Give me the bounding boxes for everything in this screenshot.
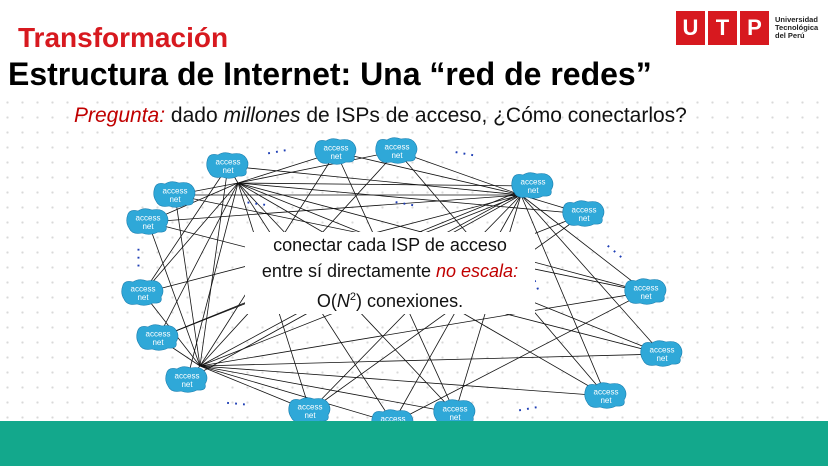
connection-line: [199, 365, 394, 424]
svg-text:access: access: [131, 285, 156, 294]
connection-line: [392, 291, 647, 424]
question-emphasis: millones: [223, 104, 301, 127]
svg-text:access: access: [521, 178, 546, 187]
connection-line: [199, 165, 229, 367]
svg-text:access: access: [136, 214, 161, 223]
connection-line: [142, 182, 239, 294]
svg-text:net: net: [330, 152, 342, 161]
connection-line: [396, 150, 522, 196]
footer-bar: [0, 421, 828, 466]
connection-line: [199, 365, 456, 414]
svg-text:net: net: [304, 411, 316, 420]
svg-text:access: access: [385, 143, 410, 152]
question-label: Pregunta:: [74, 104, 166, 127]
logo-text: Universidad Tecnológica del Perú: [775, 15, 819, 40]
connection-line: [520, 194, 663, 355]
logo-letter-t: T: [708, 11, 737, 45]
svg-text:access: access: [572, 206, 597, 215]
no-escala-text: no escala:: [436, 261, 519, 281]
svg-text:net: net: [152, 338, 164, 347]
svg-text:net: net: [600, 396, 612, 405]
ellipsis-dots: · · ·: [602, 239, 627, 263]
ellipsis-dots: · · ·: [266, 142, 289, 160]
connection-line: [199, 365, 607, 397]
svg-text:access: access: [298, 403, 323, 412]
connection-line: [142, 165, 229, 294]
svg-text:access: access: [650, 346, 675, 355]
svg-text:net: net: [578, 214, 590, 223]
center-statement: conectar cada ISP de acceso entre sí dir…: [245, 232, 535, 314]
ellipsis-dots: · · ·: [131, 248, 146, 268]
svg-text:net: net: [640, 292, 652, 301]
logo-letter-u: U: [676, 11, 705, 45]
connection-line: [147, 194, 522, 223]
logo-letter-p: P: [740, 11, 769, 45]
ellipsis-dots: · · ·: [226, 395, 247, 412]
connection-line: [174, 194, 201, 367]
section-kicker: Transformación: [18, 22, 229, 53]
question-text: Pregunta: dado millones de ISPs de acces…: [74, 104, 687, 127]
ellipsis-dots: · · ·: [394, 194, 417, 212]
svg-text:access: access: [634, 284, 659, 293]
ellipsis-dots: · · ·: [246, 195, 268, 213]
connection-line: [199, 291, 647, 367]
connection-line: [520, 194, 647, 293]
connection-lines: [142, 150, 663, 424]
svg-text:access: access: [594, 388, 619, 397]
svg-text:access: access: [443, 405, 468, 414]
utp-logo: U T P Universidad Tecnológica del Perú: [676, 11, 818, 45]
svg-text:net: net: [391, 151, 403, 160]
connection-line: [157, 182, 239, 339]
svg-text:net: net: [137, 293, 149, 302]
svg-text:access: access: [216, 158, 241, 167]
svg-text:net: net: [169, 195, 181, 204]
svg-text:net: net: [181, 380, 193, 389]
svg-text:net: net: [222, 166, 234, 175]
svg-text:net: net: [656, 354, 668, 363]
slide-title: Estructura de Internet: Una “red de rede…: [8, 56, 652, 92]
connection-line: [237, 182, 534, 187]
connection-line: [147, 221, 201, 367]
svg-text:access: access: [175, 372, 200, 381]
svg-text:access: access: [381, 415, 406, 424]
svg-text:net: net: [449, 413, 461, 422]
svg-text:access: access: [146, 330, 171, 339]
connection-line: [237, 150, 398, 184]
svg-text:access: access: [324, 144, 349, 153]
svg-text:access: access: [163, 187, 188, 196]
svg-text:net: net: [142, 222, 154, 231]
connection-line: [227, 165, 522, 196]
connection-line: [335, 151, 522, 196]
ellipsis-dots: · · ·: [517, 399, 540, 417]
svg-text:net: net: [527, 186, 539, 195]
connection-line: [520, 194, 607, 397]
connection-line: [237, 182, 585, 215]
ellipsis-dots: · · ·: [454, 144, 477, 162]
